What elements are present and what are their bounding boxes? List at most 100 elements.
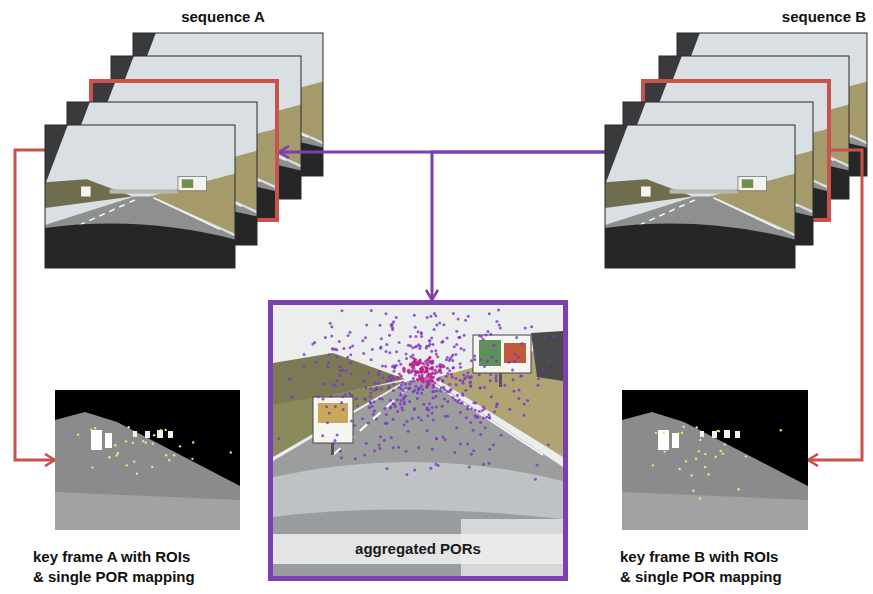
por-point [431, 366, 434, 369]
sky [605, 125, 795, 268]
por-point [461, 401, 464, 404]
por-point [513, 360, 516, 363]
por-point [327, 361, 330, 364]
por-point [526, 399, 529, 402]
por-point [425, 347, 428, 350]
por-point [435, 437, 438, 440]
por-point [90, 429, 92, 431]
dash-mask [622, 492, 808, 530]
por-point [443, 388, 446, 391]
por-point [400, 399, 403, 402]
por-point [459, 442, 462, 445]
overpass [670, 189, 738, 193]
por-point [413, 468, 416, 471]
por-point [429, 375, 432, 378]
por-point [354, 457, 357, 460]
por-point [433, 328, 436, 331]
por-point [470, 407, 473, 410]
por-point [290, 395, 293, 398]
por-point [695, 458, 697, 460]
por-point [133, 460, 135, 462]
por-point [364, 336, 367, 339]
por-point [402, 389, 405, 392]
por-point [396, 410, 399, 413]
por-point [361, 417, 364, 420]
por-point [375, 386, 378, 389]
por-point [492, 443, 495, 446]
billboard [313, 397, 353, 443]
por-point [108, 456, 110, 458]
por-point [342, 408, 345, 411]
por-point [381, 398, 384, 401]
por-point [302, 365, 305, 368]
por-point [441, 405, 444, 408]
por-point [454, 399, 457, 402]
por-point [472, 429, 475, 432]
por-point [372, 400, 375, 403]
por-point [457, 336, 460, 339]
por-point [472, 449, 475, 452]
por-point [448, 390, 451, 393]
por-point [345, 369, 348, 372]
por-point [420, 335, 423, 338]
por-point [530, 325, 533, 328]
por-point [385, 343, 388, 346]
por-point [482, 416, 485, 419]
por-point [350, 394, 353, 397]
por-point [479, 433, 482, 436]
por-point [351, 345, 354, 348]
por-point [436, 355, 439, 358]
por-point [469, 421, 472, 424]
por-point [426, 385, 429, 388]
por-point [395, 350, 398, 353]
por-point [459, 362, 462, 365]
por-point [400, 387, 403, 390]
por-point [466, 405, 469, 408]
por-point [125, 440, 127, 442]
por-point [383, 439, 386, 442]
por-point [437, 378, 440, 381]
por-point [321, 434, 324, 437]
por-point [421, 379, 424, 382]
por-point [452, 366, 455, 369]
road [45, 197, 235, 269]
por-point [336, 434, 339, 437]
por-point [405, 357, 408, 360]
por-point [407, 344, 410, 347]
por-point [331, 347, 334, 350]
por-point [695, 426, 697, 428]
por-point [517, 356, 520, 359]
por-point [421, 388, 424, 391]
por-point [466, 442, 469, 445]
lane-line [713, 198, 780, 229]
por-point [500, 434, 503, 437]
por-point [445, 358, 448, 361]
por-point [460, 402, 463, 405]
por-point [420, 418, 423, 421]
billboard [473, 335, 531, 373]
por-point [385, 467, 388, 470]
por-point [432, 343, 435, 346]
por-point [498, 323, 501, 326]
por-point [328, 411, 331, 414]
por-point [536, 384, 539, 387]
por-point [495, 379, 498, 382]
roi-box [700, 431, 704, 437]
frame-outline [45, 125, 235, 268]
por-point [473, 355, 476, 358]
por-point [365, 324, 368, 327]
por-point [704, 466, 706, 468]
por-point [428, 376, 431, 379]
por-point [499, 327, 502, 330]
por-point [391, 326, 394, 329]
por-point [114, 444, 116, 446]
por-point [338, 340, 341, 343]
sequence-heading: sequence B [736, 7, 866, 27]
por-point [317, 395, 320, 398]
por-point [428, 340, 431, 343]
por-point [277, 437, 280, 440]
por-point [324, 336, 327, 339]
por-point [349, 346, 352, 349]
por-point [392, 418, 395, 421]
por-point [412, 390, 415, 393]
